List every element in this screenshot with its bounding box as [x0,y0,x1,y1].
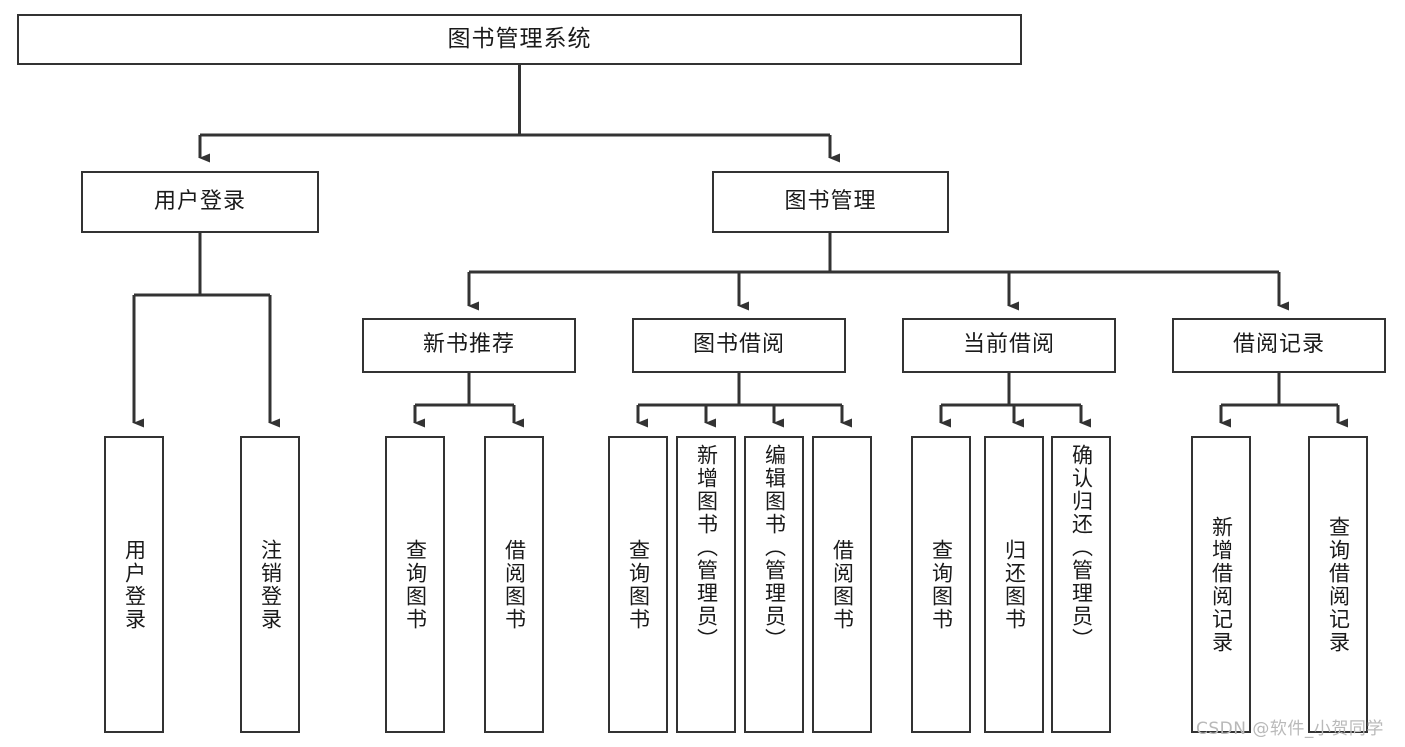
node-label: 查询借阅记录 [1326,515,1351,654]
leaf-leaf-edit-book[interactable]: 编辑图书（管理员） [744,436,804,733]
node-new-book-rec[interactable]: 新书推荐 [362,318,576,373]
node-label: 借阅图书 [502,538,527,631]
node-label: 编辑图书（管理员） [762,444,787,651]
node-label: 归还图书 [1002,538,1027,631]
node-label: 新增借阅记录 [1209,515,1234,654]
node-label: 借阅记录 [1232,332,1325,358]
node-label: 查询图书 [626,538,651,631]
node-label: 图书管理系统 [447,25,592,52]
node-label: 查询图书 [929,538,954,631]
node-label: 确认归还（管理员） [1069,444,1094,651]
leaf-leaf-borrow-book-2[interactable]: 借阅图书 [812,436,872,733]
leaf-leaf-logout[interactable]: 注销登录 [240,436,300,733]
leaf-leaf-query-book-1[interactable]: 查询图书 [385,436,445,733]
node-label: 图书管理 [784,188,877,214]
leaf-leaf-query-book-3[interactable]: 查询图书 [911,436,971,733]
leaf-leaf-confirm-return[interactable]: 确认归还（管理员） [1051,436,1111,733]
leaf-leaf-add-book[interactable]: 新增图书（管理员） [676,436,736,733]
node-label: 查询图书 [403,538,428,631]
leaf-leaf-add-record[interactable]: 新增借阅记录 [1191,436,1251,733]
node-label: 用户登录 [122,538,147,631]
node-label: 新增图书（管理员） [694,444,719,651]
leaf-leaf-query-book-2[interactable]: 查询图书 [608,436,668,733]
node-label: 当前借阅 [962,332,1055,358]
node-label: 借阅图书 [830,538,855,631]
node-book-manage[interactable]: 图书管理 [712,171,949,233]
leaf-leaf-user-login[interactable]: 用户登录 [104,436,164,733]
watermark-label: CSDN @软件_小贺同学 [1196,719,1384,739]
node-current-borrow[interactable]: 当前借阅 [902,318,1116,373]
node-label: 新书推荐 [422,332,515,358]
node-root[interactable]: 图书管理系统 [17,14,1022,65]
leaf-leaf-return-book[interactable]: 归还图书 [984,436,1044,733]
node-book-borrow[interactable]: 图书借阅 [632,318,846,373]
node-label: 注销登录 [258,538,283,631]
node-user-login[interactable]: 用户登录 [81,171,319,233]
node-label: 图书借阅 [692,332,785,358]
leaf-leaf-query-record[interactable]: 查询借阅记录 [1308,436,1368,733]
leaf-leaf-borrow-book-1[interactable]: 借阅图书 [484,436,544,733]
node-borrow-record[interactable]: 借阅记录 [1172,318,1386,373]
node-label: 用户登录 [153,188,246,214]
